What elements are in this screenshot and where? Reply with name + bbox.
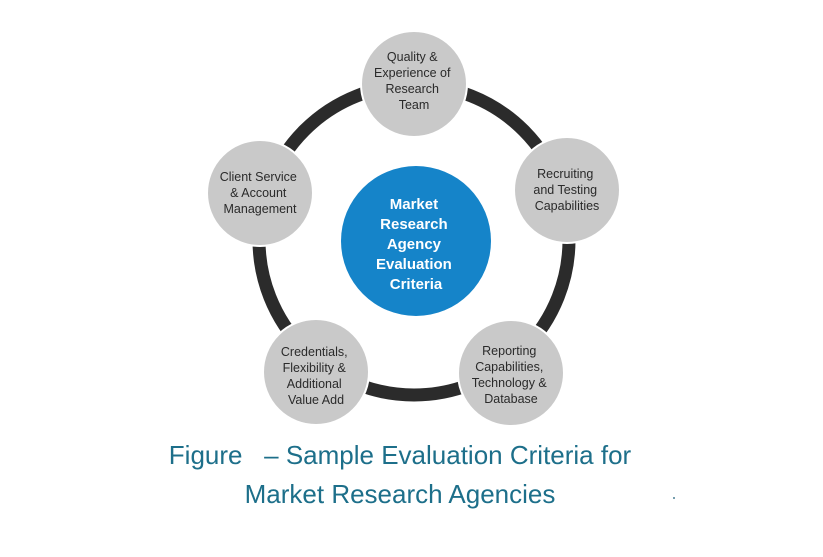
center-label-line: Criteria	[390, 276, 443, 293]
node-label-line: Reporting	[482, 344, 536, 358]
node-label-line: Additional	[287, 377, 342, 391]
node-reporting-label: Reporting Capabilities, Technology & Dat…	[472, 344, 551, 406]
node-label-line: & Account	[230, 186, 287, 200]
center-label: Market Research Agency Evaluation Criter…	[376, 196, 456, 293]
node-credentials-circle	[262, 318, 370, 426]
node-client-service-circle	[206, 139, 314, 247]
node-label-line: Experience of	[374, 66, 451, 80]
node-label-line: Flexibility &	[283, 361, 347, 375]
node-label-line: Team	[399, 98, 430, 112]
node-label-line: Value Add	[288, 393, 344, 407]
node-label-line: Technology &	[472, 376, 548, 390]
center-label-line: Market	[390, 196, 438, 213]
center-label-line: Agency	[387, 236, 442, 253]
node-label-line: Capabilities	[535, 199, 600, 213]
node-client-service: Client Service & Account Management	[206, 139, 314, 247]
node-label-line: Research	[386, 82, 440, 96]
node-recruiting-label: Recruiting and Testing Capabilities	[533, 167, 600, 213]
stray-dot	[673, 497, 675, 499]
node-reporting-circle	[457, 319, 565, 427]
node-label-line: Database	[484, 392, 538, 406]
node-credentials-label: Credentials, Flexibility & Additional Va…	[281, 345, 351, 407]
node-label-line: Recruiting	[537, 167, 593, 181]
node-recruiting: Recruiting and Testing Capabilities	[513, 136, 621, 244]
center-label-line: Evaluation	[376, 256, 452, 273]
node-label-line: Credentials,	[281, 345, 348, 359]
center-node: Market Research Agency Evaluation Criter…	[341, 166, 491, 316]
center-label-line: Research	[380, 216, 448, 233]
node-quality: Quality & Experience of Research Team	[360, 30, 468, 138]
node-label-line: Quality &	[387, 50, 438, 64]
node-recruiting-circle	[513, 136, 621, 244]
figure-caption-line-1: Figure – Sample Evaluation Criteria for	[168, 440, 632, 470]
node-quality-label: Quality & Experience of Research Team	[374, 50, 454, 112]
node-label-line: Capabilities,	[475, 360, 543, 374]
node-reporting: Reporting Capabilities, Technology & Dat…	[457, 319, 565, 427]
node-label-line: and Testing	[533, 183, 597, 197]
center-circle	[341, 166, 491, 316]
node-client-service-label: Client Service & Account Management	[220, 170, 301, 216]
node-credentials: Credentials, Flexibility & Additional Va…	[262, 318, 370, 426]
node-quality-circle	[360, 30, 468, 138]
node-label-line: Management	[224, 202, 297, 216]
figure-caption-line-2: Market Research Agencies	[244, 479, 556, 509]
node-label-line: Client Service	[220, 170, 297, 184]
